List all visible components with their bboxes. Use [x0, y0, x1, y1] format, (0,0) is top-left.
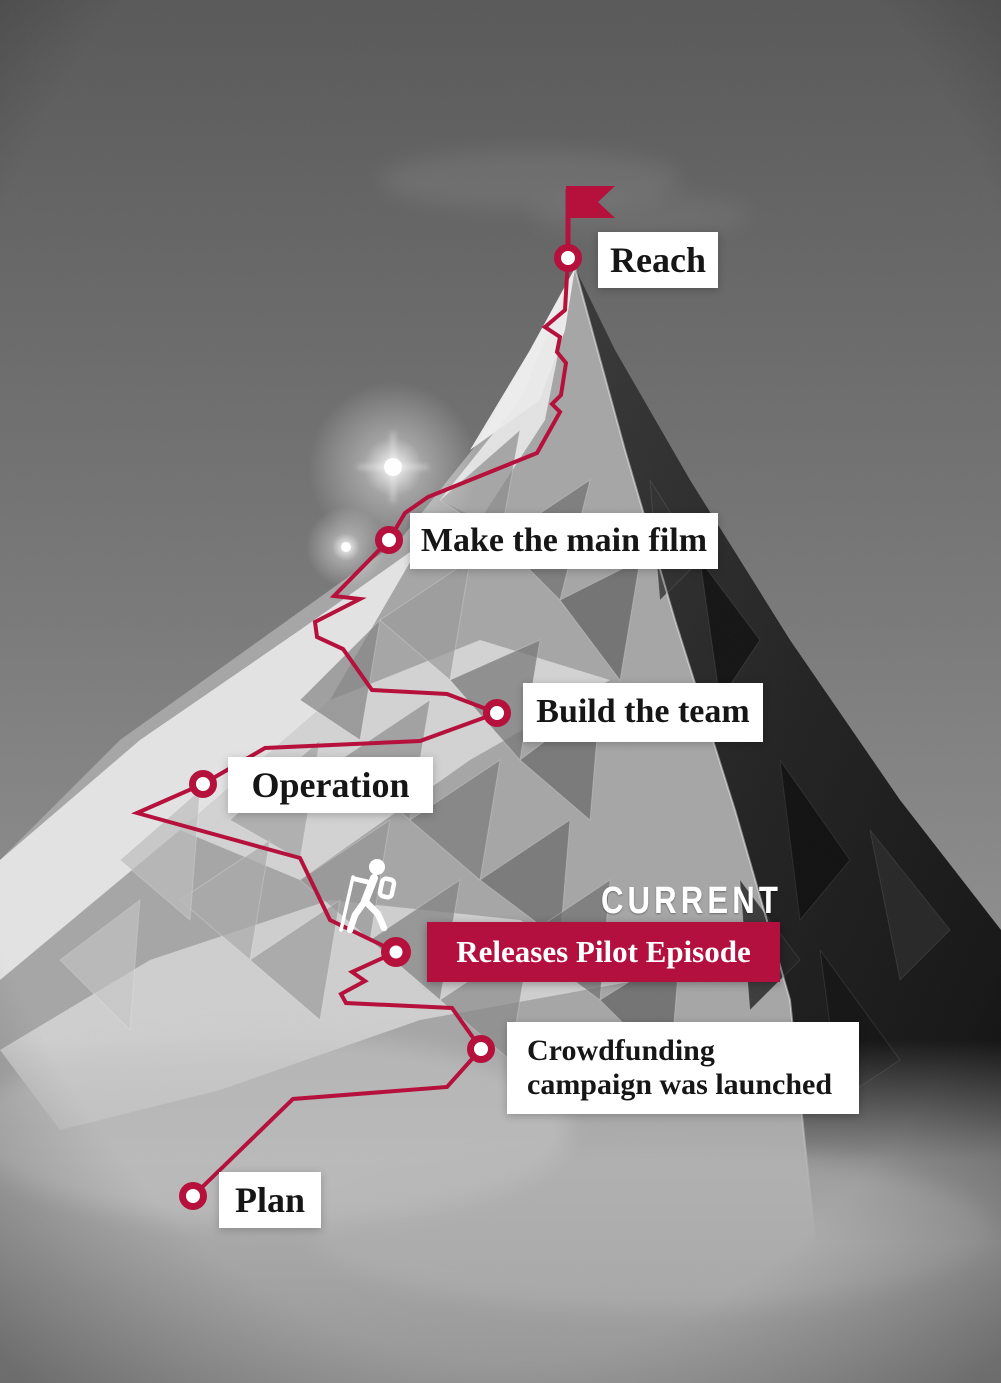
milestone-node-crowdfunding [467, 1035, 495, 1063]
milestone-text: Plan [234, 1179, 305, 1220]
current-badge: CURRENT [600, 880, 782, 922]
milestone-node-reach [554, 244, 582, 272]
milestone-label-operation: Operation [228, 757, 433, 813]
milestone-text: Reach [610, 239, 706, 280]
milestone-label-pilot-current: Releases Pilot Episode [427, 922, 780, 982]
milestone-node-operation [189, 770, 217, 798]
milestone-node-build-team [483, 699, 511, 727]
milestone-label-crowdfunding: Crowdfunding campaign was launched [507, 1022, 859, 1114]
milestone-text: Crowdfunding campaign was launched [527, 1034, 833, 1101]
milestone-node-plan [179, 1182, 207, 1210]
hiker-icon [339, 859, 397, 934]
route-path [131, 190, 570, 1198]
milestone-text: Operation [251, 764, 410, 805]
milestone-node-main-film [375, 526, 403, 554]
milestone-text: Releases Pilot Episode [456, 934, 751, 969]
milestone-text: Build the team [536, 693, 750, 731]
milestone-node-pilot-current [381, 937, 411, 967]
milestone-label-build-team: Build the team [523, 683, 763, 742]
milestone-text: Make the main film [420, 521, 708, 559]
milestone-label-plan: Plan [219, 1172, 321, 1228]
milestone-label-reach: Reach [598, 232, 718, 288]
milestone-label-main-film: Make the main film [410, 513, 718, 569]
